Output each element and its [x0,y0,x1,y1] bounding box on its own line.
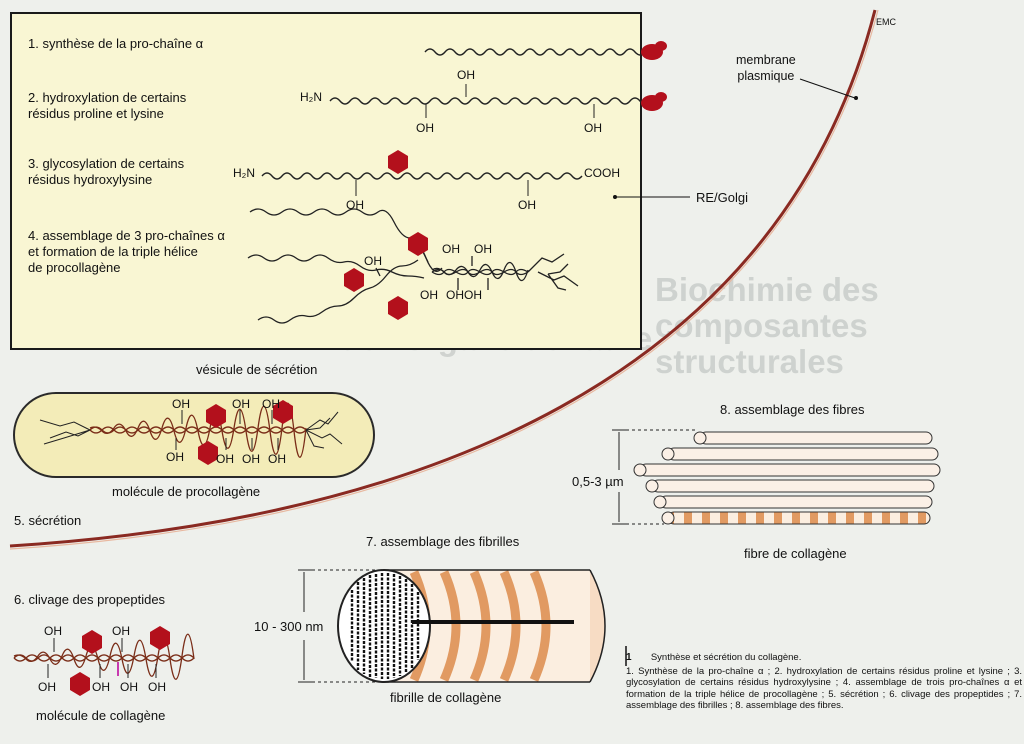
step1-label: 1. synthèse de la pro-chaîne α [28,36,204,51]
pro-chain-step2 [329,97,651,105]
oh-label: OH [232,397,250,411]
fibril-dimension [298,569,380,683]
oh-label: OH [38,680,56,694]
collagen-fibre [633,431,941,525]
h2n-label-step2: H₂N [300,90,322,104]
collagen-molecule-label: molécule de collagène [36,708,166,723]
fibril-label: fibrille de collagène [390,690,502,705]
fibre-dimension-label: 0,5-3 µm [572,474,624,489]
fibril-assembly-label: 7. assemblage des fibrilles [366,534,520,549]
oh-label: OH [474,242,492,256]
pro-chain-step3 [261,172,583,180]
oh-label: OH [442,242,460,256]
ohoh-label: OHOH [446,288,482,302]
synthesis-panel [10,12,642,350]
oh-label: OH [242,452,260,466]
membrane-label: membrane plasmique [736,53,796,83]
oh-label: OH [364,254,382,268]
cleavage-label: 6. clivage des propeptides [14,592,166,607]
oh-label: OH [112,624,130,638]
oh-label: OH [216,452,234,466]
triple-helix-assembly [247,208,579,324]
oh-label: OH [457,68,475,82]
oh-label: OH [166,450,184,464]
pro-chain-step1 [424,48,646,56]
oh-label: OH [420,288,438,302]
figure-caption: 1 Synthèse et sécrétion du collagène. 1.… [626,652,1022,712]
oh-label: OH [262,397,280,411]
step4-label: 4. assemblage de 3 pro-chaînes α et form… [28,228,225,275]
caption-body: 1. Synthèse de la pro-chaîne α ; 2. hydr… [626,665,1022,712]
re-golgi-label: RE/Golgi [696,190,749,205]
caption-number: 1 [626,652,632,663]
caption-title: Synthèse et sécrétion du collagène. [650,652,802,663]
step2-label: 2. hydroxylation de certains résidus pro… [28,90,187,121]
sugar-hexagon-icon [388,150,408,174]
fibre-label: fibre de collagène [744,546,847,561]
plasma-membrane [9,9,877,548]
fibre-assembly-label: 8. assemblage des fibres [720,402,865,417]
oh-label: OH [584,121,602,135]
emc-label: EMC [876,17,896,27]
oh-label: OH [346,198,364,212]
oh-label: OH [172,397,190,411]
vesicle-label: vésicule de sécrétion [196,362,318,377]
oh-label: OH [44,624,62,638]
step3-label: 3. glycosylation de certains résidus hyd… [28,156,185,187]
fibre-dimension [612,429,696,525]
secretion-vesicle [13,392,375,478]
procollagen-molecule [89,402,307,458]
oh-label: OH [92,680,110,694]
fibril-dimension-label: 10 - 300 nm [254,619,324,634]
oh-label: OH [120,680,138,694]
oh-label: OH [268,452,286,466]
secretion-label: 5. sécrétion [14,513,82,528]
procollagen-label: molécule de procollagène [112,484,261,499]
collagen-fibril [337,569,606,683]
oh-label: OH [148,680,166,694]
oh-label: OH [416,121,434,135]
cooh-label: COOH [584,166,620,180]
h2n-label-step3: H₂N [233,166,255,180]
oh-label: OH [518,198,536,212]
